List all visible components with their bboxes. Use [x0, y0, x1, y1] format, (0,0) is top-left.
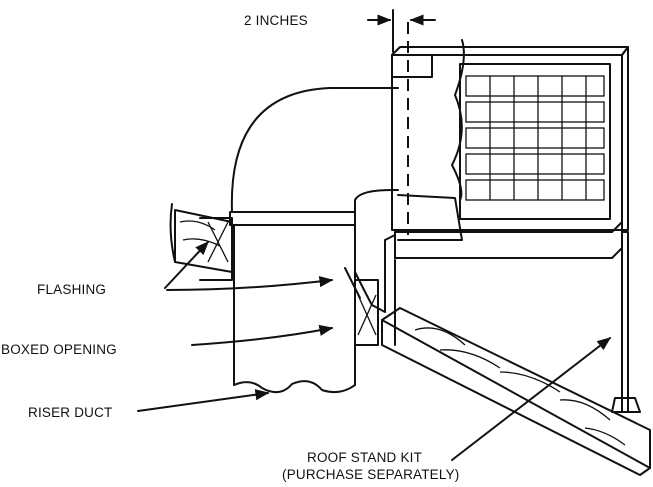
- riser-duct: [229, 211, 356, 394]
- roof-stand-beam: [381, 307, 651, 476]
- dimension-marks: [367, 9, 436, 53]
- label-flashing: FLASHING: [37, 282, 106, 297]
- cooler-cabinet: [391, 46, 629, 231]
- elbow-duct: [230, 39, 465, 241]
- roof-stand-legs: [394, 231, 641, 413]
- louver-grille: [459, 63, 611, 220]
- roof-joist-left: [169, 203, 233, 273]
- label-roof-stand-kit: ROOF STAND KIT: [307, 450, 422, 465]
- label-riser-duct: RISER DUCT: [28, 405, 113, 420]
- label-two-inches: 2 INCHES: [244, 13, 308, 28]
- flashing: [344, 234, 396, 313]
- leader-lines: [137, 240, 612, 461]
- label-purchase-separately: (PURCHASE SEPARATELY): [282, 467, 460, 482]
- label-boxed-opening: BOXED OPENING: [1, 342, 117, 357]
